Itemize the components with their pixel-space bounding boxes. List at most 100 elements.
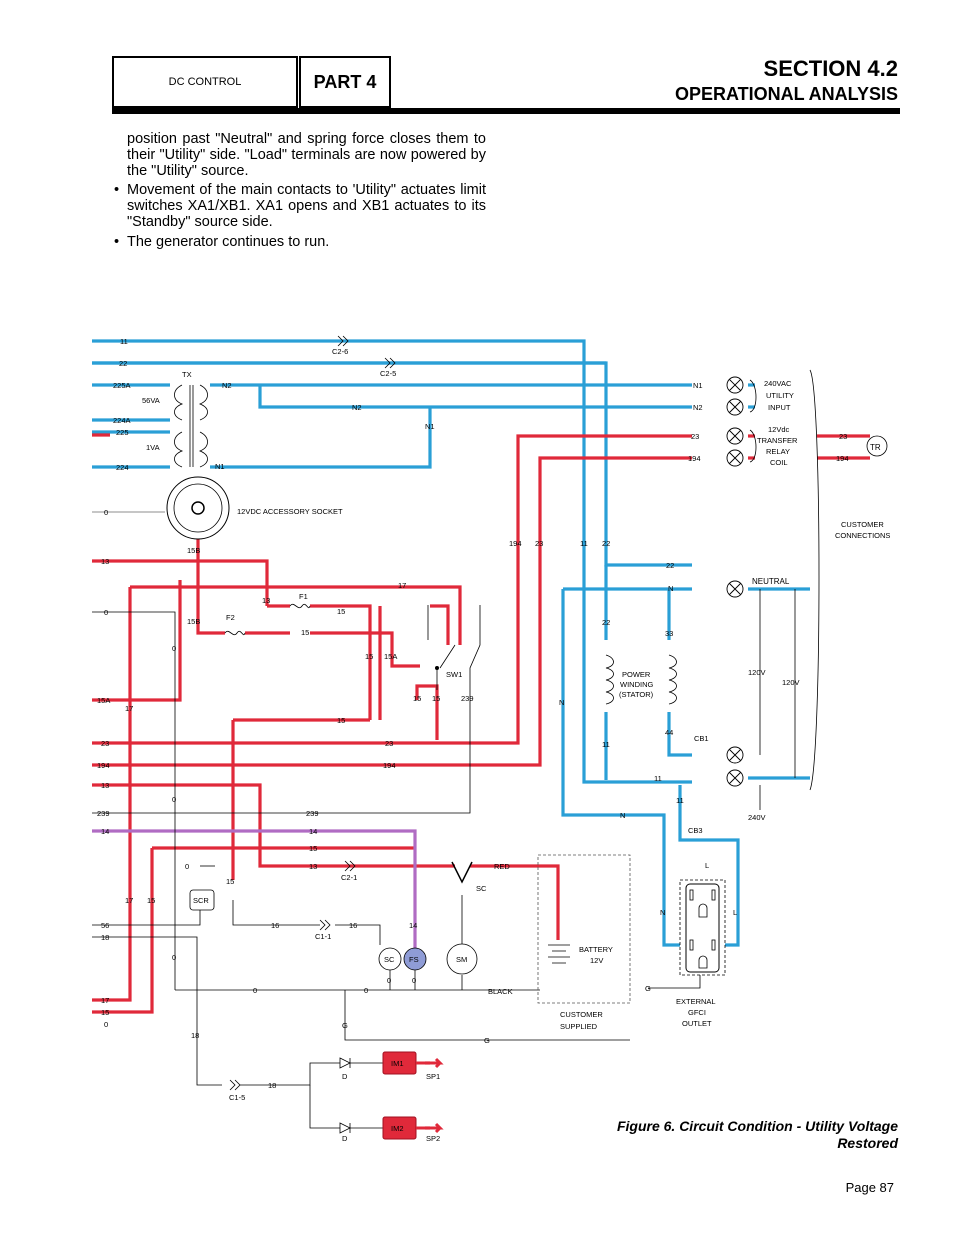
wire-15-d: 15: [413, 694, 421, 703]
wire-n-v: N: [559, 698, 564, 707]
relay-coil-3: RELAY: [766, 447, 790, 456]
connector-c1-5: C1-5: [229, 1093, 245, 1102]
wire-15-e: 15: [432, 694, 440, 703]
wire-0-fs: 0: [412, 976, 416, 985]
wire-13-mid: 13: [309, 862, 317, 871]
gfci-2: GFCI: [688, 1008, 706, 1017]
wire-label-15: 15: [101, 1008, 109, 1017]
wire-18-a: 18: [191, 1031, 199, 1040]
header-rule: [112, 108, 900, 114]
wire-label-194: 194: [97, 761, 110, 770]
wire-11-stator: 11: [602, 740, 610, 749]
sp1-label: SP1: [426, 1072, 440, 1081]
wire-label-14: 14: [101, 827, 109, 836]
relay-coil-4: COIL: [770, 458, 788, 467]
bullet-item: Movement of the main contacts to 'Utilit…: [114, 182, 486, 230]
wire-22-h: 22: [666, 561, 674, 570]
switch-sw1: [427, 605, 481, 700]
accessory-socket: [166, 476, 230, 540]
stator-windings: [605, 654, 677, 705]
caption-line-2: Restored: [837, 1135, 898, 1151]
diagram-labels: 11 22 225A 224A 225 224 0 13 0 15A 23 19…: [97, 337, 890, 1143]
purple-wire: [92, 829, 417, 950]
neutral-label: NEUTRAL: [752, 577, 790, 586]
fuse-f1: [289, 603, 311, 609]
fuse-f2: [224, 630, 246, 636]
wire-label-0c: 0: [104, 1020, 108, 1029]
wire-15b: 15B: [187, 546, 200, 555]
customer-supplied-1: CUSTOMER: [560, 1010, 603, 1019]
power-winding-3: (STATOR): [619, 690, 654, 699]
wire-18-b: 18: [268, 1081, 276, 1090]
caption-line-1: Figure 6. Circuit Condition - Utility Vo…: [616, 1118, 898, 1134]
terminal-lamp-icon: [726, 769, 744, 787]
wire-23-relay: 23: [691, 432, 699, 441]
scr-label: SCR: [193, 896, 209, 905]
utility-input-3: INPUT: [768, 403, 791, 412]
n1-label-c: N1: [693, 381, 703, 390]
wire-17-left: 17: [125, 704, 133, 713]
wire-15-b: 15: [301, 628, 309, 637]
wire-15-c: 15: [365, 652, 373, 661]
cb1-label: CB1: [694, 734, 709, 743]
sm-label: SM: [456, 955, 467, 964]
black-label: BLACK: [488, 987, 513, 996]
terminal-lamp-icon: [726, 398, 744, 416]
connector-c1-1: C1-1: [315, 932, 331, 941]
cb3-label: CB3: [688, 826, 703, 835]
n2-label-b: N2: [352, 403, 362, 412]
wire-22-v: 22: [602, 539, 610, 548]
wire-n-low: N: [620, 811, 625, 820]
wire-0-sc: 0: [387, 976, 391, 985]
fuse-f1-label: F1: [299, 592, 308, 601]
wire-194-v: 194: [509, 539, 522, 548]
connector-symbols: [229, 335, 396, 1091]
red-label: RED: [494, 862, 510, 871]
wire-23-v: 23: [535, 539, 543, 548]
wire-0-b: 0: [172, 795, 176, 804]
terminal-lamp-icon: [726, 580, 744, 598]
wire-label-15a: 15A: [97, 696, 110, 705]
tx-label: TX: [182, 370, 192, 379]
wire-15b-b: 15B: [187, 617, 200, 626]
wire-n-gfci: N: [660, 908, 665, 917]
wire-label-13b: 13: [101, 781, 109, 790]
tr-label: TR: [870, 443, 881, 452]
wire-l-gfci: L: [733, 908, 737, 917]
battery-volt: 12V: [590, 956, 603, 965]
wire-17-low: 17: [125, 896, 133, 905]
wire-15-low: 15: [147, 896, 155, 905]
wire-23-mid: 23: [385, 739, 393, 748]
header-label-box: DC CONTROL: [112, 56, 298, 108]
gfci-1: EXTERNAL: [676, 997, 716, 1006]
components: [189, 435, 888, 1140]
diode-d2: D: [342, 1134, 348, 1143]
wire-17-top: 17: [398, 581, 406, 590]
v120-b: 120V: [782, 678, 800, 687]
wire-label-225a: 225A: [113, 381, 131, 390]
customer-conn-2: CONNECTIONS: [835, 531, 890, 540]
connector-c2-6: C2-6: [332, 347, 348, 356]
power-winding-1: POWER: [622, 670, 651, 679]
utility-input-1: 240VAC: [764, 379, 792, 388]
im2-label: IM2: [391, 1124, 404, 1133]
wire-11-v: 11: [580, 539, 588, 548]
wire-15a-c: 15A: [384, 652, 397, 661]
wire-22-stator: 22: [602, 618, 610, 627]
wire-194-mid: 194: [383, 761, 396, 770]
header-part-box: PART 4: [299, 56, 391, 108]
wire-0-a: 0: [172, 644, 176, 653]
g-label: G: [342, 1021, 348, 1030]
connector-c2-5: C2-5: [380, 369, 396, 378]
section-title: SECTION 4.2: [763, 56, 898, 81]
continuation-paragraph: position past "Neutral" and spring force…: [127, 131, 486, 179]
terminal-lamp-icon: [726, 449, 744, 467]
terminal-lamp-icon: [726, 746, 744, 764]
wire-194-relay: 194: [688, 454, 701, 463]
tx-1va: 1VA: [146, 443, 160, 452]
wire-label-17: 17: [101, 996, 109, 1005]
wire-16-a: 16: [271, 921, 279, 930]
page-number: Page 87: [845, 1180, 894, 1195]
thin-wires: [92, 369, 820, 1129]
wire-0-scr: 0: [185, 862, 189, 871]
